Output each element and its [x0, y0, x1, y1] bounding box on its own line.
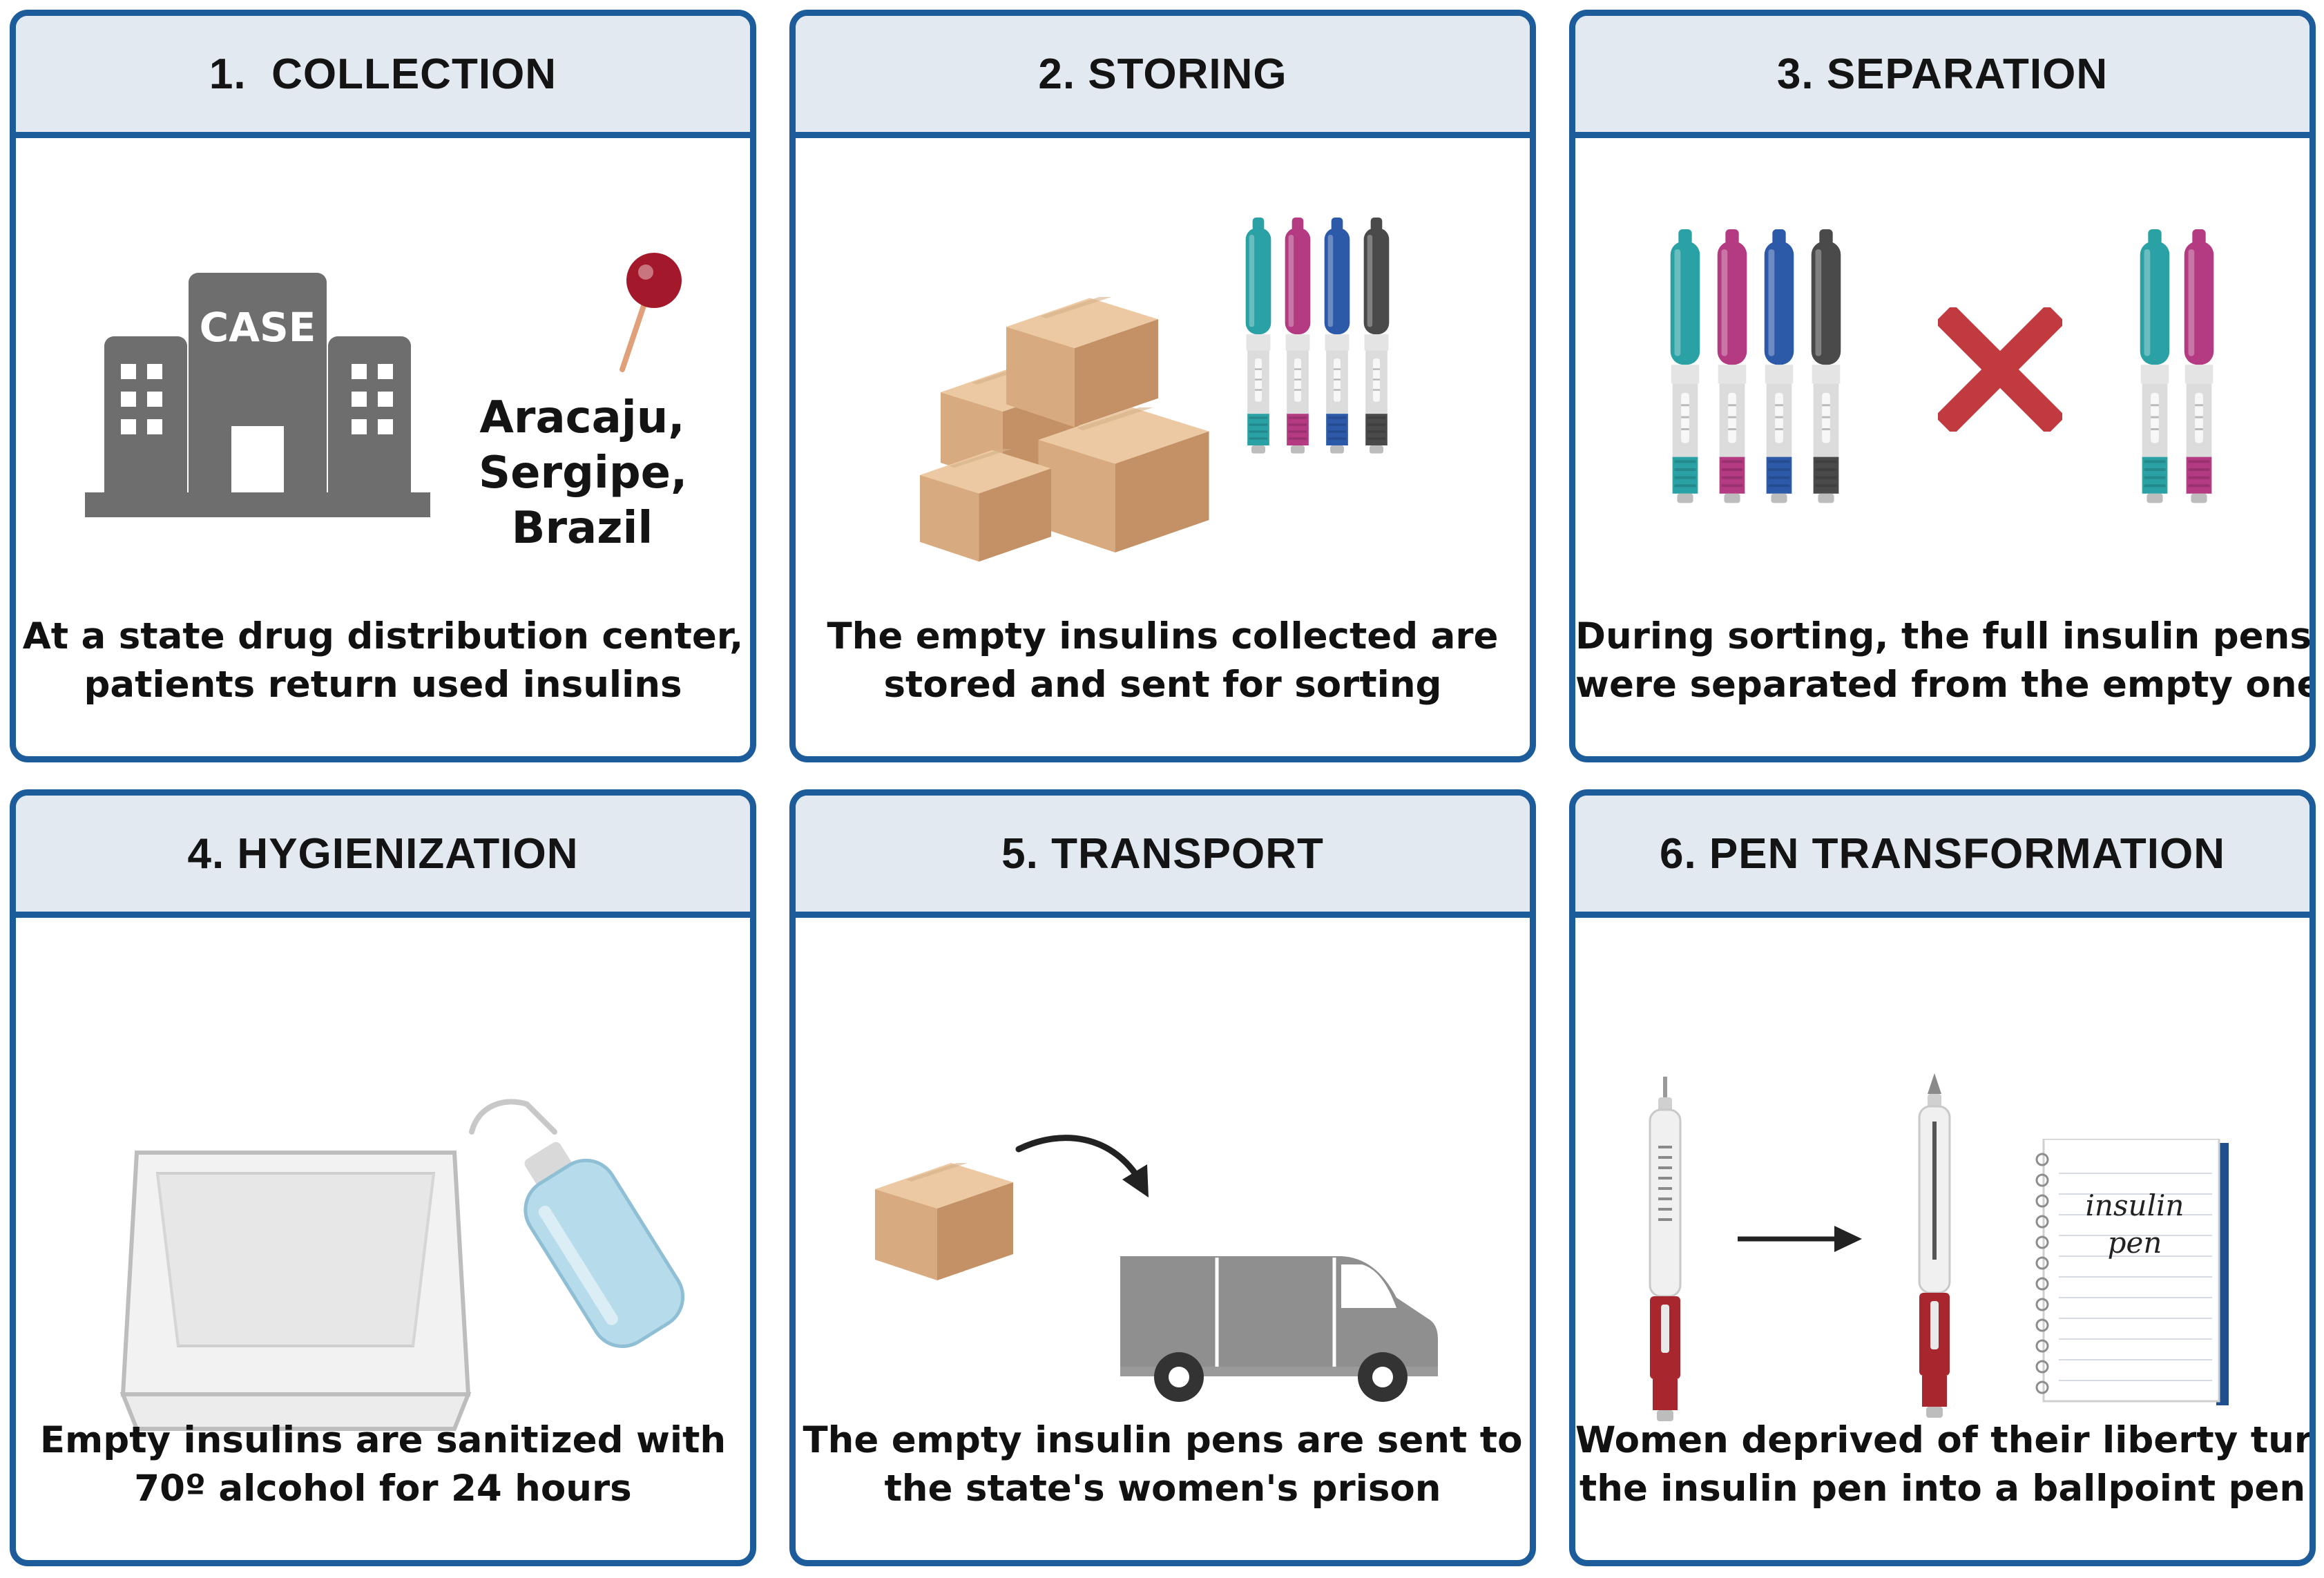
- insulin-pen-icon: [1759, 207, 1799, 532]
- caption-line: were separated from the empty ones: [1575, 664, 2316, 706]
- panel-title: 3. SEPARATION: [1776, 50, 2109, 98]
- building-sign: CASE: [199, 304, 316, 351]
- panel-header: 3. SEPARATION: [1575, 16, 2309, 138]
- insulin-pen-icon: [1806, 207, 1846, 532]
- panel-caption: Empty insulins are sanitized with 70º al…: [16, 1416, 750, 1513]
- caption-line: At a state drug distribution center,: [22, 615, 744, 657]
- transport-illustration: [796, 918, 1530, 1402]
- tray-icon: [119, 1151, 472, 1431]
- panel-pen-transformation: 6. PEN TRANSFORMATION: [1569, 789, 2316, 1566]
- insulin-pen-icon: [2135, 207, 2175, 532]
- insulin-pen-icon: [1241, 207, 1276, 470]
- panel-title: 5. TRANSPORT: [1001, 829, 1324, 878]
- caption-line: The empty insulin pens are sent to: [803, 1419, 1523, 1461]
- caption-line: 70º alcohol for 24 hours: [134, 1468, 632, 1510]
- location-line: Sergipe,: [479, 448, 688, 499]
- caption-line: Empty insulins are sanitized with: [39, 1419, 727, 1461]
- box-icon: [875, 1163, 1013, 1280]
- panel-title: 1. COLLECTION: [209, 50, 557, 98]
- insulin-pen-icon: [1712, 207, 1752, 532]
- panel-caption: During sorting, the full insulin pens we…: [1575, 613, 2309, 709]
- panel-caption: Women deprived of their liberty turn the…: [1575, 1416, 2309, 1513]
- map-pin-icon: [620, 253, 682, 372]
- panel-caption: The empty insulins collected are stored …: [796, 613, 1530, 709]
- location-label: Aracaju, Sergipe, Brazil: [479, 390, 688, 556]
- panel-storing: 2. STORING The empty insulins collected …: [789, 10, 1536, 762]
- storing-illustration: [796, 138, 1536, 587]
- panel-header: 6. PEN TRANSFORMATION: [1575, 796, 2309, 918]
- notebook-line: pen: [2107, 1226, 2162, 1260]
- panel-header: 1. COLLECTION: [16, 16, 750, 138]
- hygienization-illustration: [16, 918, 750, 1431]
- panel-separation: 3. SEPARATION During sorting, the full i…: [1569, 10, 2316, 762]
- caption-line: Women deprived of their liberty turn: [1575, 1419, 2316, 1461]
- insulin-pen-icon: [1280, 207, 1315, 470]
- separation-illustration: [1575, 138, 2316, 587]
- caption-line: During sorting, the full insulin pens: [1575, 615, 2312, 657]
- van-icon: [1120, 1256, 1438, 1402]
- notebook-line: insulin: [2085, 1189, 2184, 1222]
- panel-header: 5. TRANSPORT: [796, 796, 1530, 918]
- insulin-pen-icon: [1665, 207, 1705, 532]
- caption-line: patients return used insulins: [84, 664, 682, 706]
- panel-transport: 5. TRANSPORT The empty insulin pens are …: [789, 789, 1536, 1566]
- curved-arrow-icon: [1015, 1135, 1149, 1197]
- cross-icon: [1938, 307, 2062, 432]
- notebook-icon: [2035, 1139, 2229, 1405]
- caption-line: The empty insulins collected are: [827, 615, 1499, 657]
- panel-caption: The empty insulin pens are sent to the s…: [796, 1416, 1530, 1513]
- insulin-pen-icon: [2179, 207, 2219, 532]
- caption-line: the state's women's prison: [884, 1468, 1441, 1510]
- insulin-pen-icon: [1359, 207, 1394, 470]
- panel-title: 2. STORING: [1038, 50, 1287, 98]
- boxes-icon: [920, 297, 1209, 562]
- panel-title: 4. HYGIENIZATION: [187, 829, 579, 878]
- location-line: Aracaju,: [479, 392, 685, 443]
- building-icon: [85, 273, 430, 517]
- insulin-pen-icon: [1649, 1077, 1682, 1421]
- panel-collection: 1. COLLECTION CASE Aracaju,: [10, 10, 756, 762]
- collection-illustration: CASE Aracaju, Sergipe, Brazil: [16, 138, 750, 587]
- panel-header: 4. HYGIENIZATION: [16, 796, 750, 918]
- panel-hygienization: 4. HYGIENIZATION Empty insulins are sani…: [10, 789, 756, 1566]
- caption-line: the insulin pen into a ballpoint pen: [1579, 1468, 2306, 1510]
- insulin-pen-icon: [1320, 207, 1354, 470]
- wash-bottle-icon: [469, 1099, 685, 1348]
- panel-title: 6. PEN TRANSFORMATION: [1660, 829, 2225, 878]
- location-line: Brazil: [511, 503, 653, 554]
- pen-transformation-illustration: insulin pen: [1575, 918, 2309, 1421]
- panel-caption: At a state drug distribution center, pat…: [16, 613, 750, 709]
- arrow-icon: [1738, 1226, 1862, 1252]
- panel-header: 2. STORING: [796, 16, 1530, 138]
- notebook-text: insulin pen: [2059, 1187, 2211, 1262]
- caption-line: stored and sent for sorting: [883, 664, 1442, 706]
- ballpoint-pen-icon: [1918, 1073, 1951, 1418]
